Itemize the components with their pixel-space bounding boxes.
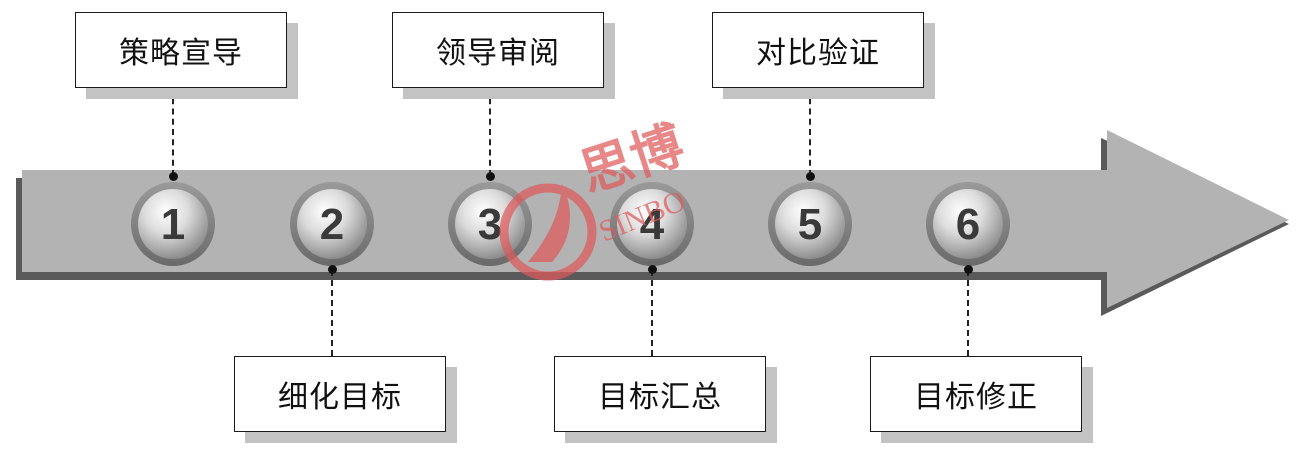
step-circle-6: 6 bbox=[926, 182, 1010, 266]
connector-dot-5 bbox=[805, 172, 815, 181]
step-number-1: 1 bbox=[161, 200, 185, 249]
step-number-5: 5 bbox=[798, 200, 822, 249]
connector-dot-2 bbox=[327, 265, 337, 274]
connector-line-3 bbox=[489, 88, 491, 176]
step-circle-2: 2 bbox=[290, 182, 374, 266]
step-number-3: 3 bbox=[478, 200, 502, 249]
connector-line-2 bbox=[331, 270, 333, 356]
step-number-4: 4 bbox=[640, 200, 665, 249]
connector-dot-4 bbox=[647, 265, 657, 274]
step-circle-4: 4 bbox=[610, 182, 694, 266]
connector-line-5 bbox=[809, 88, 811, 176]
connector-line-6 bbox=[967, 270, 969, 356]
step-box-1: 策略宣导 bbox=[75, 12, 287, 88]
step-box-5: 对比验证 bbox=[712, 12, 924, 88]
connector-dot-6 bbox=[963, 265, 973, 274]
step-circle-3: 3 bbox=[448, 182, 532, 266]
connector-line-1 bbox=[172, 88, 174, 176]
step-box-2: 细化目标 bbox=[234, 356, 446, 432]
step-number-2: 2 bbox=[320, 200, 344, 249]
connector-dot-3 bbox=[485, 172, 495, 181]
connector-dot-1 bbox=[168, 172, 178, 181]
connector-line-4 bbox=[651, 270, 653, 356]
step-box-4: 目标汇总 bbox=[554, 356, 766, 432]
step-box-6: 目标修正 bbox=[870, 356, 1082, 432]
step-box-3: 领导审阅 bbox=[392, 12, 604, 88]
step-circle-5: 5 bbox=[768, 182, 852, 266]
step-number-6: 6 bbox=[956, 200, 980, 249]
step-circle-1: 1 bbox=[131, 182, 215, 266]
